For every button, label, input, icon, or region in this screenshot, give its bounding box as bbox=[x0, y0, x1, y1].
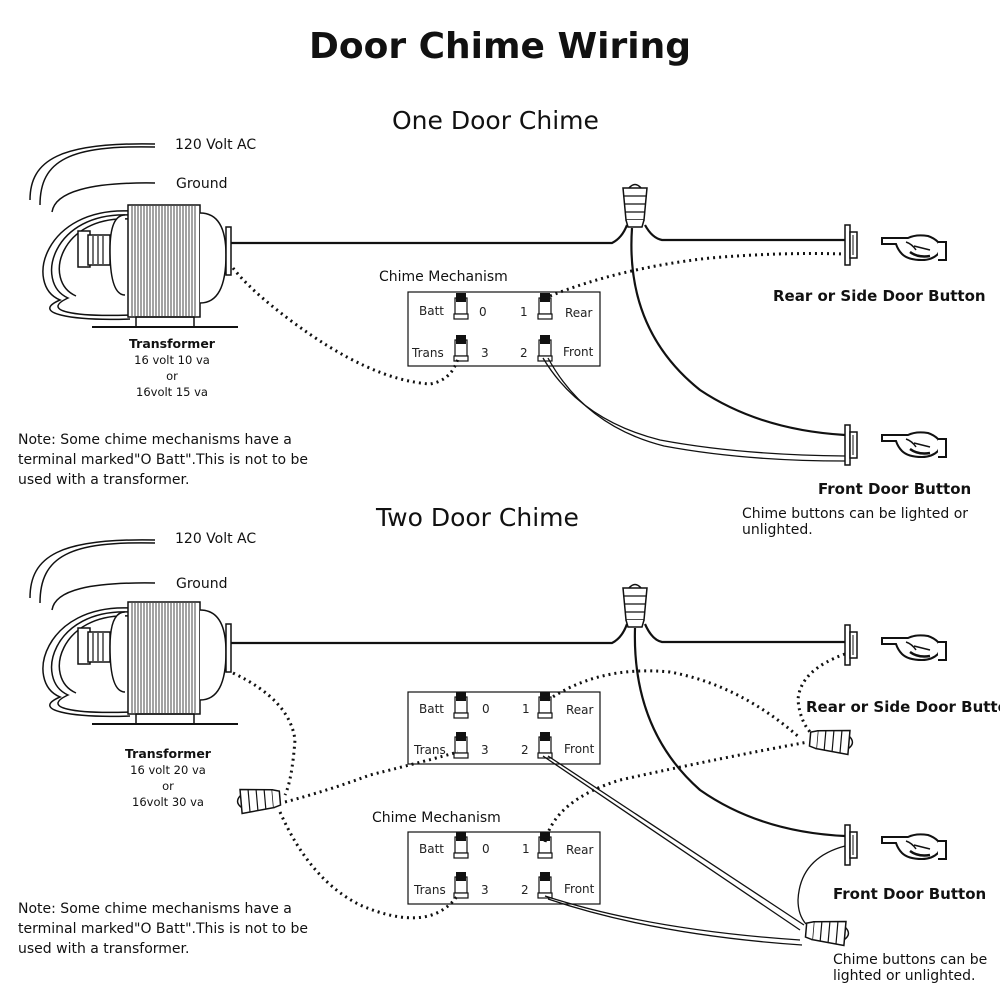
terminal-2-label: 2 bbox=[521, 743, 529, 757]
page-title: Door Chime Wiring bbox=[308, 26, 692, 67]
terminal-0-label: 0 bbox=[482, 702, 490, 716]
ac-lead-wires-2 bbox=[29, 539, 156, 611]
chime-mechanism-box-1 bbox=[407, 291, 601, 367]
terminal-trans-label: Trans bbox=[414, 743, 446, 757]
terminal-front-label: Front bbox=[564, 742, 595, 756]
chime-mechanism-box-2a bbox=[407, 691, 601, 765]
transformer-note-2: Note: Some chime mechanisms have a termi… bbox=[18, 901, 309, 957]
buttons-note-2: Chime buttons can be lighted or unlighte… bbox=[833, 952, 988, 984]
terminal-1-label: 1 bbox=[522, 702, 530, 716]
pointing-hand-icon bbox=[880, 634, 948, 662]
transformer-name: Transformer bbox=[125, 746, 211, 761]
front-button-label-2: Front Door Button bbox=[833, 885, 987, 903]
terminal-trans-label: Trans bbox=[414, 883, 446, 897]
transformer-note-1: Note: Some chime mechanisms have a termi… bbox=[18, 432, 309, 488]
transformer-name: Transformer bbox=[129, 336, 215, 351]
pointing-hand-icon bbox=[880, 833, 948, 861]
transformer-rating-or: or bbox=[162, 779, 174, 793]
wires-1 bbox=[231, 224, 846, 462]
terminal-3-label: 3 bbox=[481, 883, 489, 897]
terminal-1-label: 1 bbox=[522, 842, 530, 856]
terminal-rear-label: Rear bbox=[566, 843, 594, 857]
terminal-rear-label: Rear bbox=[565, 306, 593, 320]
front-door-button-1 bbox=[844, 424, 858, 466]
rear-button-label-2: Rear or Side Door Button bbox=[806, 698, 1000, 716]
front-door-button-2 bbox=[844, 824, 858, 866]
chime-mechanism-box-2b bbox=[407, 831, 601, 905]
terminal-1-label: 1 bbox=[520, 305, 528, 319]
wire-nut-2-top bbox=[622, 583, 648, 628]
terminal-batt-label: Batt bbox=[419, 702, 444, 716]
wire-nut-2-bottom bbox=[804, 917, 851, 947]
wire-nut-1 bbox=[622, 183, 648, 228]
transformer-symbol-1 bbox=[41, 204, 239, 328]
buttons-note-1: Chime buttons can be lighted or unlighte… bbox=[742, 506, 969, 538]
transformer-symbol-2 bbox=[41, 601, 239, 725]
transformer-rating-or: or bbox=[166, 369, 178, 383]
transformer-label-2: Transformer 16 volt 20 va or 16volt 30 v… bbox=[108, 746, 228, 810]
rear-button-label-1: Rear or Side Door Button bbox=[773, 287, 986, 305]
terminal-batt-label: Batt bbox=[419, 304, 444, 318]
terminal-3-label: 3 bbox=[481, 743, 489, 757]
rear-door-button-1 bbox=[844, 224, 858, 266]
terminal-0-label: 0 bbox=[479, 305, 487, 319]
pointing-hand-icon bbox=[880, 234, 948, 262]
mechanism-label-2: Chime Mechanism bbox=[372, 810, 501, 826]
terminal-2-label: 2 bbox=[520, 346, 528, 360]
ac-lead-wires-1 bbox=[29, 143, 156, 213]
front-button-label-1: Front Door Button bbox=[818, 480, 972, 498]
ac-label-1: 120 Volt AC bbox=[175, 137, 257, 153]
terminal-rear-label: Rear bbox=[566, 703, 594, 717]
pointing-hand-icon bbox=[880, 431, 948, 459]
rear-door-button-2 bbox=[844, 624, 858, 666]
terminal-3-label: 3 bbox=[481, 346, 489, 360]
terminal-2-label: 2 bbox=[521, 883, 529, 897]
wires-2 bbox=[231, 623, 846, 946]
ground-label-1: Ground bbox=[176, 176, 228, 192]
terminal-front-label: Front bbox=[564, 882, 595, 896]
transformer-rating-b: 16volt 30 va bbox=[132, 795, 204, 809]
mechanism-label-1: Chime Mechanism bbox=[379, 269, 508, 285]
transformer-rating-b: 16volt 15 va bbox=[136, 385, 208, 399]
wire-nut-2-left bbox=[235, 785, 282, 815]
one-door-heading: One Door Chime bbox=[392, 106, 599, 135]
terminal-trans-label: Trans bbox=[412, 346, 444, 360]
ac-label-2: 120 Volt AC bbox=[175, 531, 257, 547]
terminal-0-label: 0 bbox=[482, 842, 490, 856]
terminal-batt-label: Batt bbox=[419, 842, 444, 856]
wire-nut-2-right bbox=[808, 726, 855, 756]
two-door-heading: Two Door Chime bbox=[376, 503, 579, 532]
transformer-label-1: Transformer 16 volt 10 va or 16volt 15 v… bbox=[112, 336, 232, 400]
terminal-front-label: Front bbox=[563, 345, 594, 359]
transformer-rating-a: 16 volt 10 va bbox=[134, 353, 210, 367]
ground-label-2: Ground bbox=[176, 576, 228, 592]
transformer-rating-a: 16 volt 20 va bbox=[130, 763, 206, 777]
